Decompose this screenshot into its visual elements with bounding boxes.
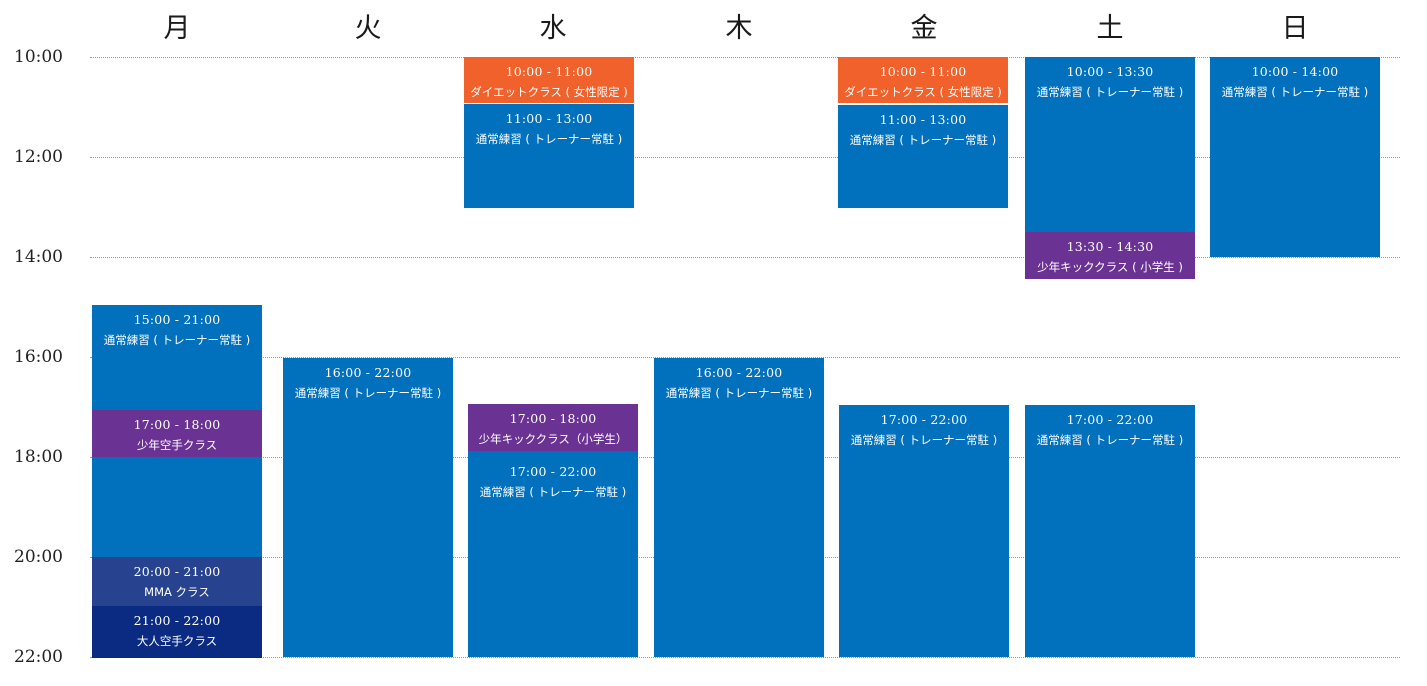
class-time: 17:00 - 22:00 <box>1066 412 1154 427</box>
time-label-2200: 22:00 <box>14 647 63 667</box>
class-time: 10:00 - 13:30 <box>1066 64 1154 79</box>
class-time: 16:00 - 22:00 <box>324 365 412 380</box>
class-name: 通常練習 ( トレーナー常駐 ) <box>475 132 623 146</box>
grid-line <box>90 157 1400 158</box>
time-label-1600: 16:00 <box>14 347 63 367</box>
day-header-tue: 火 <box>354 13 382 44</box>
class-name: 通常練習 ( トレーナー常駐 ) <box>665 386 813 400</box>
class-block-sat-kick-kids[interactable]: 13:30 - 14:30 少年キッククラス ( 小学生 ) <box>1025 232 1195 279</box>
class-name: 大人空手クラス <box>136 634 218 648</box>
class-name: 通常練習 ( トレーナー常駐 ) <box>1036 85 1184 99</box>
class-time: 11:00 - 13:00 <box>505 111 593 126</box>
class-time: 10:00 - 11:00 <box>505 64 593 79</box>
time-label-1000: 10:00 <box>14 47 63 67</box>
class-time: 15:00 - 21:00 <box>133 312 221 327</box>
class-time: 17:00 - 18:00 <box>509 411 597 426</box>
class-name: 少年空手クラス <box>136 438 218 452</box>
class-time: 20:00 - 21:00 <box>133 564 221 579</box>
class-time: 11:00 - 13:00 <box>879 112 967 127</box>
day-header-sun: 日 <box>1281 13 1309 44</box>
class-block-fri-diet[interactable]: 10:00 - 11:00 ダイエットクラス ( 女性限定 ) <box>838 57 1008 103</box>
class-time: 10:00 - 11:00 <box>879 64 967 79</box>
class-name: 少年キッククラス ( 小学生 ) <box>1037 260 1183 274</box>
time-label-1200: 12:00 <box>14 147 63 167</box>
day-header-sat: 土 <box>1096 13 1124 44</box>
class-block-sun-regular[interactable]: 10:00 - 14:00 通常練習 ( トレーナー常駐 ) <box>1210 57 1380 257</box>
class-time: 10:00 - 14:00 <box>1251 64 1339 79</box>
time-label-1400: 14:00 <box>14 247 63 267</box>
time-label-2000: 20:00 <box>14 547 63 567</box>
class-block-wed-regular-morning[interactable]: 11:00 - 13:00 通常練習 ( トレーナー常駐 ) <box>464 104 634 208</box>
class-name: 通常練習 ( トレーナー常駐 ) <box>294 386 442 400</box>
class-time: 17:00 - 22:00 <box>509 464 597 479</box>
class-name: 通常練習 ( トレーナー常駐 ) <box>1036 433 1184 447</box>
class-block-fri-regular-evening[interactable]: 17:00 - 22:00 通常練習 ( トレーナー常駐 ) <box>839 405 1009 657</box>
class-block-mon-adult-karate[interactable]: 21:00 - 22:00 大人空手クラス <box>92 606 262 658</box>
class-block-sat-regular-morning[interactable]: 10:00 - 13:30 通常練習 ( トレーナー常駐 ) <box>1025 57 1195 232</box>
day-header-fri: 金 <box>910 13 938 44</box>
class-name: 通常練習 ( トレーナー常駐 ) <box>850 433 998 447</box>
class-name: ダイエットクラス ( 女性限定 ) <box>470 85 628 99</box>
day-header-wed: 水 <box>539 13 567 44</box>
class-name: 通常練習 ( トレーナー常駐 ) <box>103 333 251 347</box>
class-block-wed-regular-evening[interactable]: 17:00 - 22:00 通常練習 ( トレーナー常駐 ) <box>468 451 638 657</box>
class-name: ダイエットクラス ( 女性限定 ) <box>844 85 1002 99</box>
class-name: 通常練習 ( トレーナー常駐 ) <box>1221 85 1369 99</box>
class-block-sat-regular-evening[interactable]: 17:00 - 22:00 通常練習 ( トレーナー常駐 ) <box>1025 405 1195 657</box>
day-header-thu: 木 <box>725 13 753 44</box>
class-block-wed-kick-kids[interactable]: 17:00 - 18:00 少年キッククラス（小学生） <box>468 404 638 451</box>
grid-line <box>90 257 1400 258</box>
class-block-tue-regular[interactable]: 16:00 - 22:00 通常練習 ( トレーナー常駐 ) <box>283 358 453 657</box>
class-time: 17:00 - 18:00 <box>133 417 221 432</box>
class-name: MMA クラス <box>144 585 210 599</box>
grid-line <box>90 657 1400 658</box>
class-time: 17:00 - 22:00 <box>880 412 968 427</box>
class-name: 少年キッククラス（小学生） <box>478 432 628 446</box>
time-label-1800: 18:00 <box>14 447 63 467</box>
grid-line <box>90 57 1400 58</box>
class-name: 通常練習 ( トレーナー常駐 ) <box>849 133 997 147</box>
class-time: 21:00 - 22:00 <box>133 613 221 628</box>
class-time: 16:00 - 22:00 <box>695 365 783 380</box>
day-header-mon: 月 <box>163 13 191 44</box>
class-block-fri-regular-morning[interactable]: 11:00 - 13:00 通常練習 ( トレーナー常駐 ) <box>838 105 1008 208</box>
class-name: 通常練習 ( トレーナー常駐 ) <box>479 485 627 499</box>
class-block-wed-diet[interactable]: 10:00 - 11:00 ダイエットクラス ( 女性限定 ) <box>464 57 634 103</box>
class-block-mon-karate-kids[interactable]: 17:00 - 18:00 少年空手クラス <box>92 410 262 457</box>
class-block-thu-regular[interactable]: 16:00 - 22:00 通常練習 ( トレーナー常駐 ) <box>654 358 824 657</box>
grid-line <box>90 357 1400 358</box>
class-block-mon-mma[interactable]: 20:00 - 21:00 MMA クラス <box>92 557 262 606</box>
class-time: 13:30 - 14:30 <box>1066 239 1154 254</box>
